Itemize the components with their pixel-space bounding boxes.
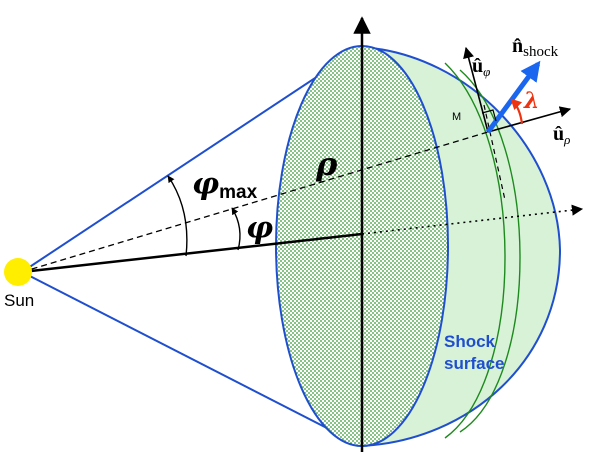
shock-surface-label-line1: Shock	[444, 332, 496, 351]
u-rho-label: ûρ	[553, 123, 570, 147]
rho-label: ρ	[315, 145, 338, 183]
sun-label: Sun	[4, 291, 34, 310]
meridian-curve-outer	[459, 69, 521, 433]
shock-surface-label-line2: surface	[444, 354, 504, 373]
right-angle-marker	[481, 109, 497, 122]
sun-icon	[4, 258, 32, 286]
u-phi-label: ûφ	[472, 55, 490, 79]
point-m-label: M	[452, 111, 461, 123]
phi-max-angle-arc	[167, 175, 188, 257]
phi-angle-arc	[231, 207, 241, 251]
main-axis-dotted	[361, 204, 584, 235]
cone-line-top	[21, 46, 363, 273]
meridian-curve-inner	[444, 62, 506, 439]
dashed-ray-to-shock	[21, 131, 489, 273]
cone-line-bottom	[21, 271, 363, 447]
n-shock-label: n̂shock	[512, 35, 559, 60]
lambda-angle-arc	[510, 98, 524, 125]
phi-max-label: φmax	[192, 167, 258, 203]
u-phi-vector	[463, 46, 489, 133]
lambda-label: λ	[523, 88, 539, 114]
main-axis-solid	[21, 232, 363, 274]
dashed-meridian-segment	[483, 104, 506, 201]
phi-label: φ	[246, 211, 273, 246]
u-rho-vector	[487, 106, 572, 133]
